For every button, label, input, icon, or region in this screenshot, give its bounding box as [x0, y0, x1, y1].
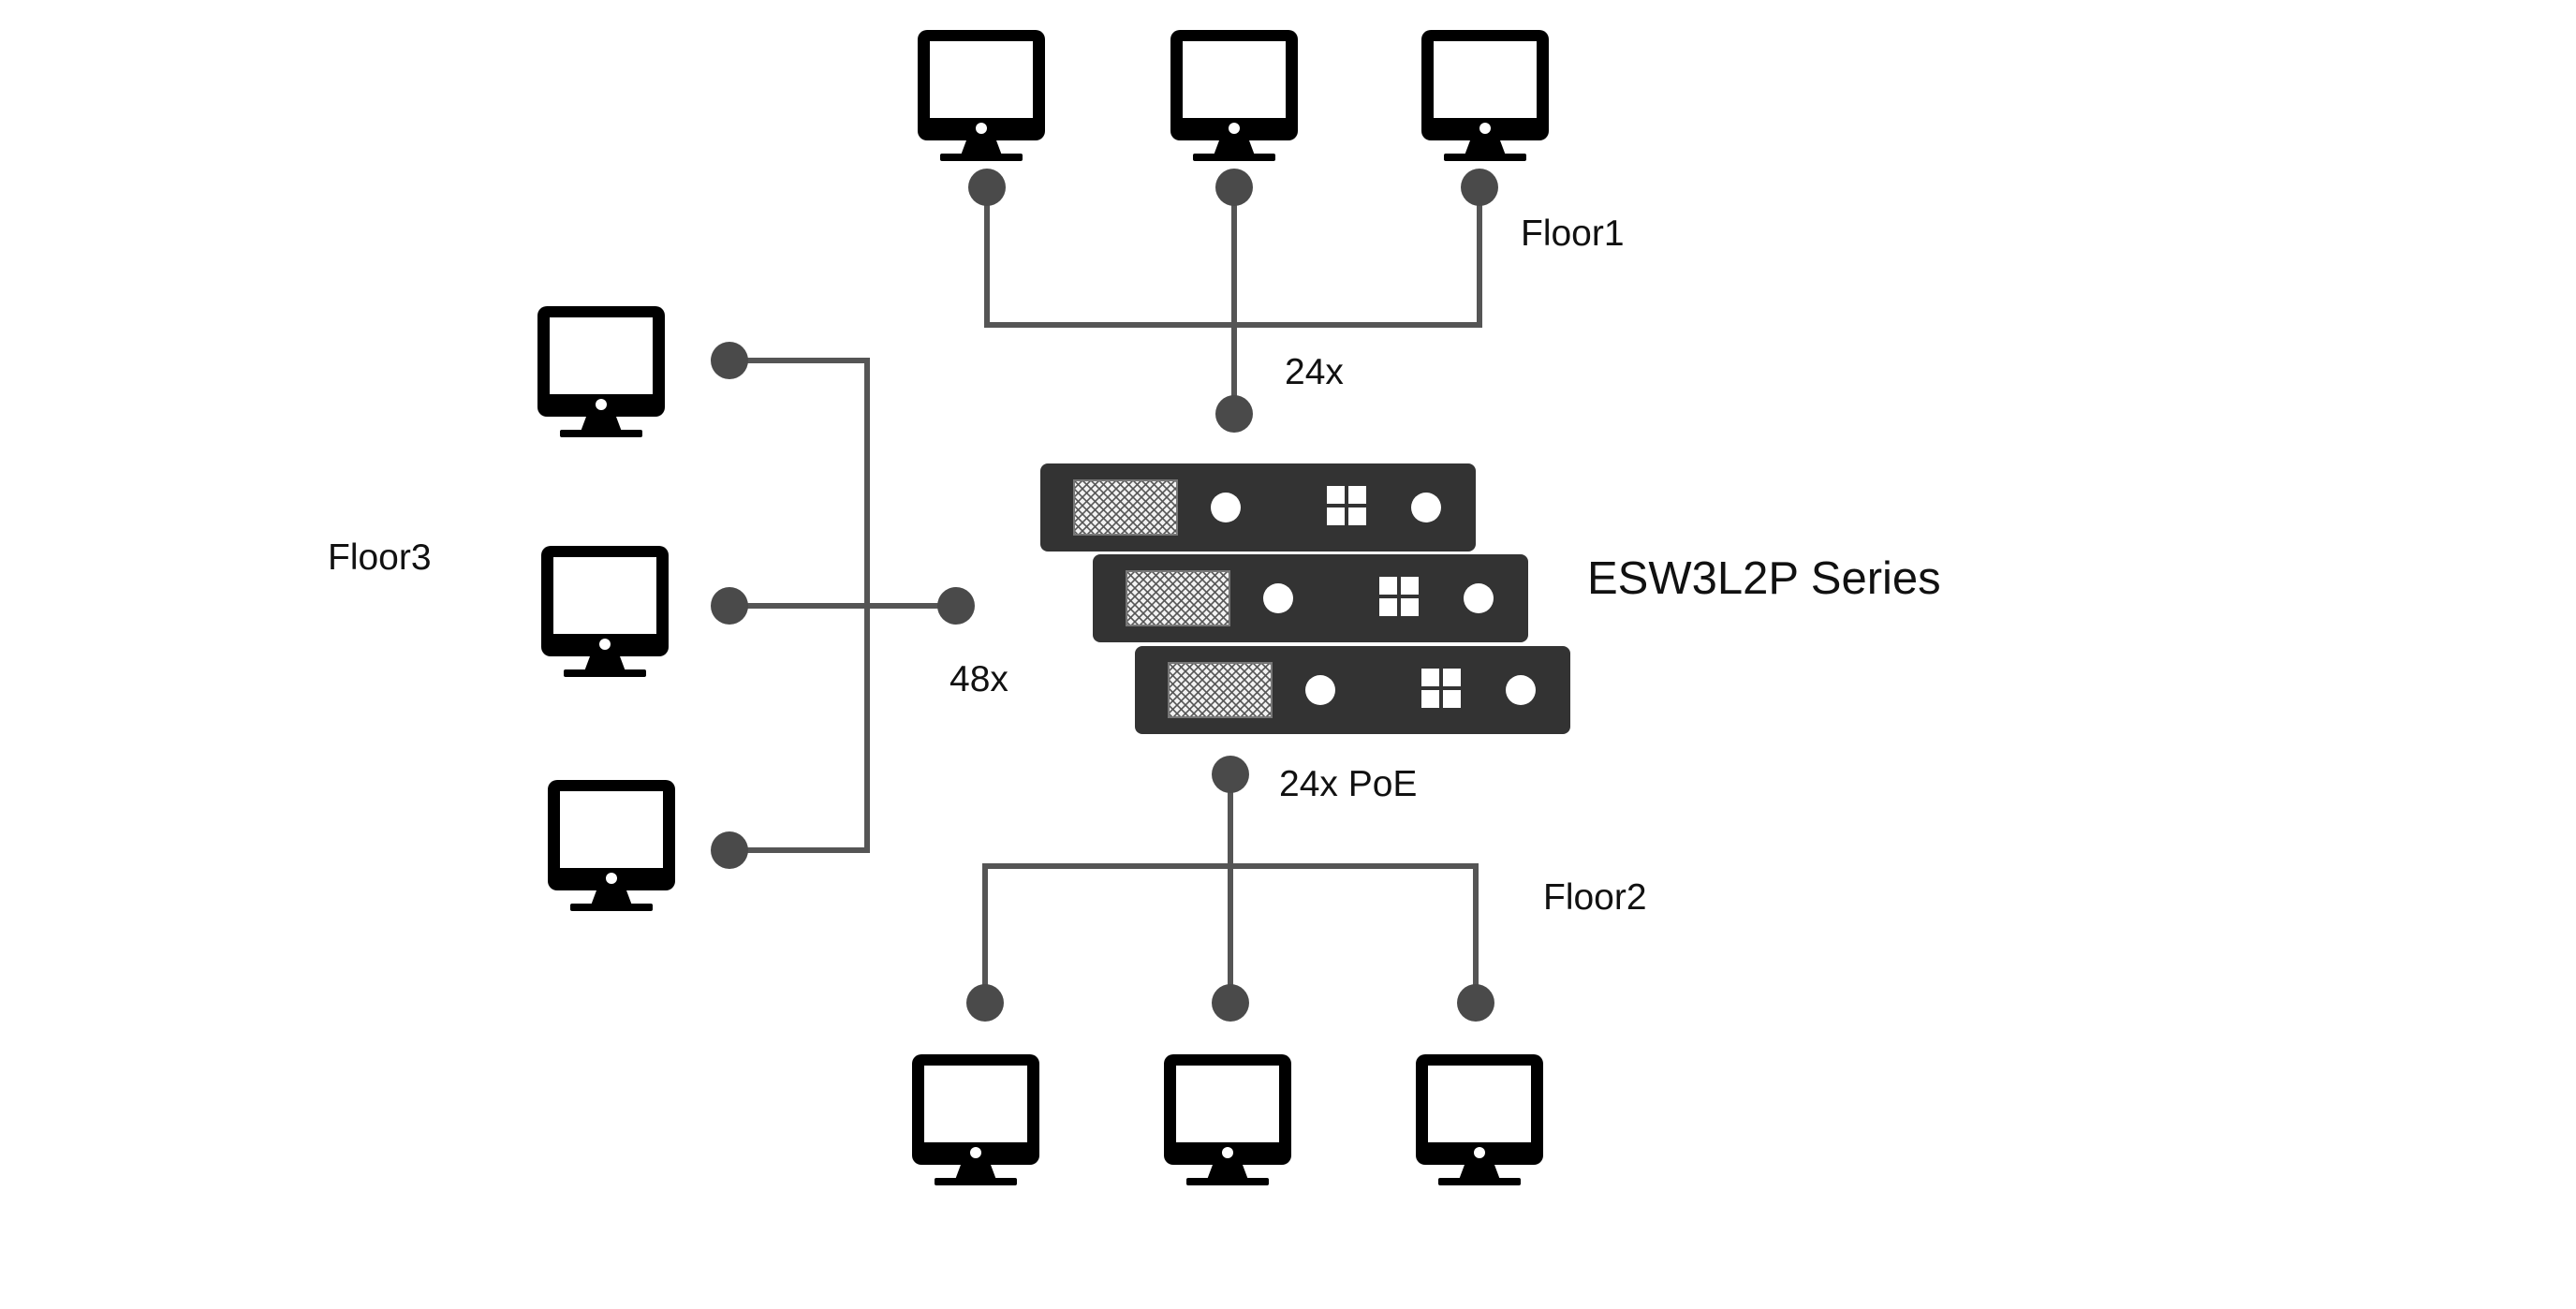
floor3-monitor-icon: [548, 780, 675, 911]
uplink-port-dot: [1212, 756, 1249, 793]
port-dot: [1212, 984, 1249, 1022]
floor3-group: [537, 306, 975, 911]
floor2-group: [912, 756, 1543, 1185]
port-dot: [711, 831, 748, 869]
floor2-monitor-icon: [912, 1054, 1039, 1185]
floor3-label: Floor3: [328, 537, 432, 578]
port-dot: [711, 587, 748, 625]
floor2-port-count-label: 24x PoE: [1279, 764, 1418, 804]
port-dot: [968, 169, 1006, 206]
floor2-monitor-icon: [1164, 1054, 1291, 1185]
uplink-port-dot: [1215, 395, 1253, 433]
uplink-port-dot: [937, 587, 975, 625]
floor2-monitor-icon: [1416, 1054, 1543, 1185]
switch-stack: [1039, 463, 1571, 735]
product-name-label: ESW3L2P Series: [1587, 553, 1941, 604]
network-switch-icon: [1039, 463, 1477, 552]
floor2-label: Floor2: [1543, 877, 1647, 918]
port-dot: [1215, 169, 1253, 206]
floor3-connection-lines: [729, 358, 956, 853]
floor1-monitor-icon: [1170, 30, 1298, 161]
floor1-group: [918, 30, 1549, 433]
port-dot: [711, 342, 748, 379]
floor1-monitor-icon: [918, 30, 1045, 161]
floor3-monitor-icon: [541, 546, 669, 677]
floor1-monitor-icon: [1421, 30, 1549, 161]
floor1-connection-lines: [984, 187, 1482, 414]
port-dot: [1457, 984, 1494, 1022]
floor3-monitor-icon: [537, 306, 665, 437]
floor3-port-count-label: 48x: [949, 659, 1008, 699]
floor1-port-count-label: 24x: [1285, 352, 1344, 392]
network-switch-icon: [1134, 645, 1571, 735]
network-switch-icon: [1092, 553, 1529, 643]
port-dot: [966, 984, 1004, 1022]
floor1-label: Floor1: [1521, 213, 1625, 254]
floor2-connection-lines: [982, 774, 1479, 1003]
port-dot: [1461, 169, 1498, 206]
